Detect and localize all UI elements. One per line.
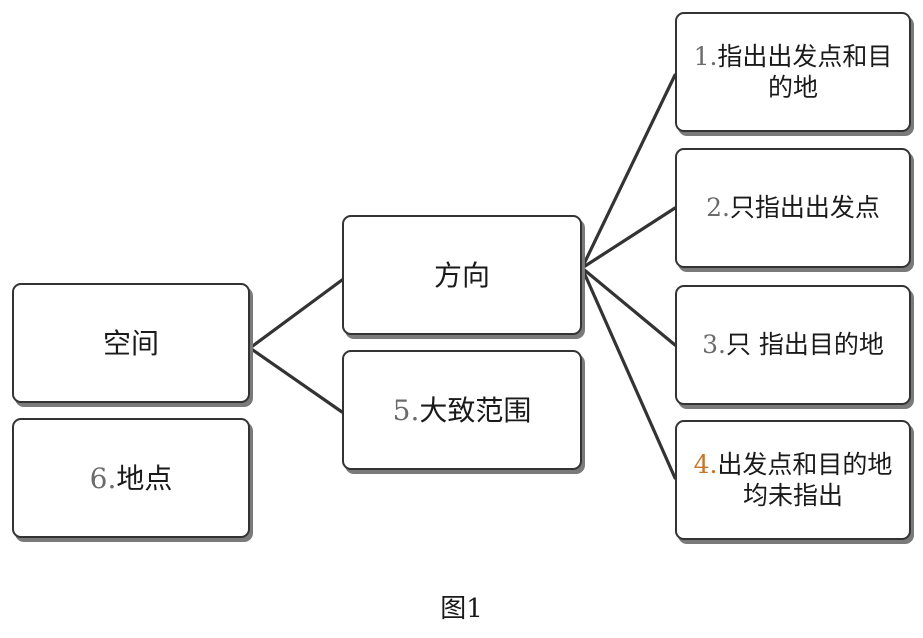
node-dest-only-number: 3. — [702, 330, 726, 360]
node-direction: 方向 — [342, 215, 582, 335]
node-place: 6.地点 — [12, 418, 250, 538]
node-neither-number: 4. — [693, 449, 718, 479]
node-origin-only-text: 只指出出发点 — [729, 193, 880, 223]
figure-caption: 图1 — [440, 594, 483, 624]
node-range-label: 5.大致范围 — [393, 393, 532, 428]
node-dest-only-text: 只 指出目的地 — [725, 330, 884, 360]
node-neither-line1: 出发点和目的地 — [717, 449, 893, 479]
node-dest-only: 3.只 指出目的地 — [675, 285, 911, 405]
node-origin-dest-number: 1. — [693, 41, 718, 71]
edge-direction-origin-dest — [580, 73, 677, 270]
node-place-number: 6. — [89, 461, 117, 495]
node-space-label: 空间 — [102, 326, 159, 360]
node-origin-only-label: 2.只指出出发点 — [706, 192, 880, 223]
node-place-label: 6.地点 — [90, 461, 173, 496]
edge-space-direction — [248, 278, 344, 350]
edge-direction-dest-only — [580, 266, 677, 347]
node-neither-line2: 均未指出 — [742, 481, 843, 510]
node-space: 空间 — [12, 283, 250, 403]
edge-direction-neither — [580, 266, 677, 480]
node-range: 5.大致范围 — [342, 350, 582, 470]
node-place-text: 地点 — [116, 461, 173, 495]
edge-direction-origin-only — [580, 206, 677, 270]
node-range-text: 大致范围 — [419, 393, 532, 427]
node-origin-dest-line1: 指出出发点和目 — [717, 41, 893, 71]
node-origin-only-number: 2. — [706, 193, 730, 223]
node-neither: 4.出发点和目的地均未指出 — [675, 420, 911, 540]
node-origin-dest-label: 1.指出出发点和目的地 — [694, 41, 893, 104]
node-dest-only-label: 3.只 指出目的地 — [702, 329, 884, 360]
node-origin-only: 2.只指出出发点 — [675, 148, 911, 268]
node-origin-dest-line2: 的地 — [767, 73, 818, 102]
node-direction-label: 方向 — [433, 258, 490, 292]
edge-space-range — [248, 346, 344, 414]
node-range-number: 5. — [392, 393, 420, 427]
node-neither-label: 4.出发点和目的地均未指出 — [694, 449, 893, 512]
node-origin-dest: 1.指出出发点和目的地 — [675, 12, 911, 132]
